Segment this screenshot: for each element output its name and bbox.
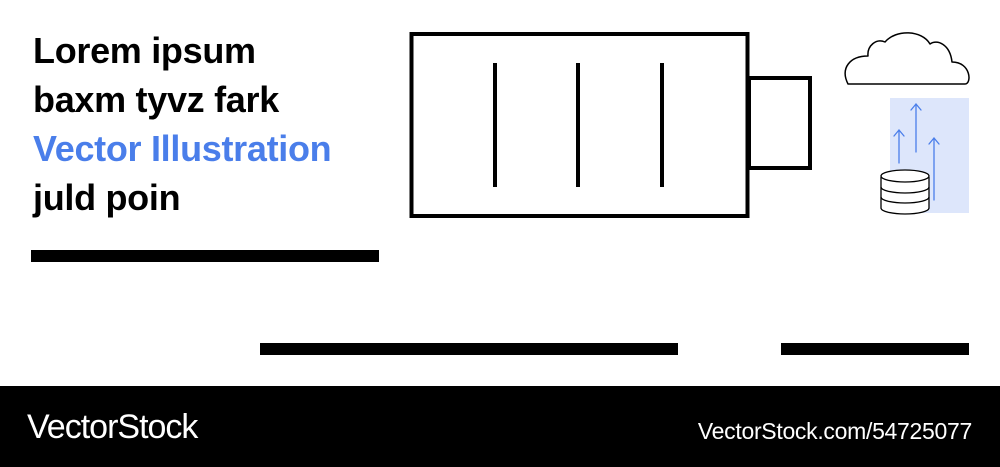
- database-icon: [880, 169, 930, 215]
- battery-icon: [409, 32, 812, 218]
- decorative-bar-middle: [260, 343, 678, 355]
- stock-id-text: VectorStock.com/54725077: [697, 418, 972, 444]
- cloud-icon: [844, 32, 970, 85]
- headline-line-1: Lorem ipsum: [33, 30, 256, 71]
- decorative-bar-right: [781, 343, 969, 355]
- footer-banner: VectorStock VectorStock.com/54725077: [0, 386, 1000, 467]
- headline-accent-line: Vector Illustration: [33, 128, 332, 169]
- brand-logo-text: VectorStock: [27, 408, 198, 446]
- upload-arrows-icon: [893, 103, 940, 201]
- headline-line-4: juld poin: [33, 177, 181, 218]
- headline-line-2: baxm tyvz fark: [33, 79, 279, 120]
- decorative-bar-left: [31, 250, 379, 262]
- headline: Lorem ipsum baxm tyvz fark Vector Illust…: [33, 26, 332, 222]
